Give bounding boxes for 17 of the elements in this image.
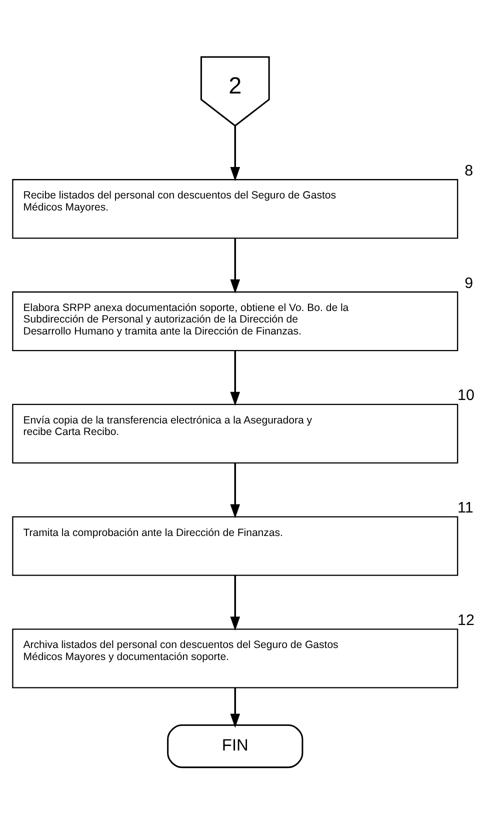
- node-box: Envía copia de la transferencia electrónica a la Aseguradora y recibe Carta Recibo.: [12, 404, 458, 464]
- arrow: [230, 688, 240, 728]
- node-label: 9: [464, 274, 474, 292]
- node-box: Archiva listados del personal con descuentos del Seguro de Gastos Médicos Mayores y documentación soporte.: [12, 628, 458, 688]
- arrow: [230, 350, 240, 406]
- node-box: Elabora SRPP anexa documentación soporte, obtiene el Vo. Bo. de la Subdirección de Personal y autorización de la Dirección de Desarrollo Humano y tramita ante la Dirección de Finanzas.: [12, 291, 458, 352]
- node-box: Tramita la comprobación ante la Dirección de Finanzas.: [12, 516, 458, 576]
- arrow: [230, 126, 240, 182]
- node-label: 10: [458, 387, 474, 404]
- arrow: [230, 238, 240, 294]
- node-label: 12: [458, 612, 474, 629]
- arrow: [230, 575, 240, 631]
- node-box: Recibe listados del personal con descuentos del Seguro de Gastos Médicos Mayores.: [12, 179, 458, 239]
- node-label: 11: [458, 500, 474, 517]
- node-label: 8: [464, 162, 474, 180]
- arrow: [230, 462, 240, 518]
- node-box: FIN: [167, 724, 304, 768]
